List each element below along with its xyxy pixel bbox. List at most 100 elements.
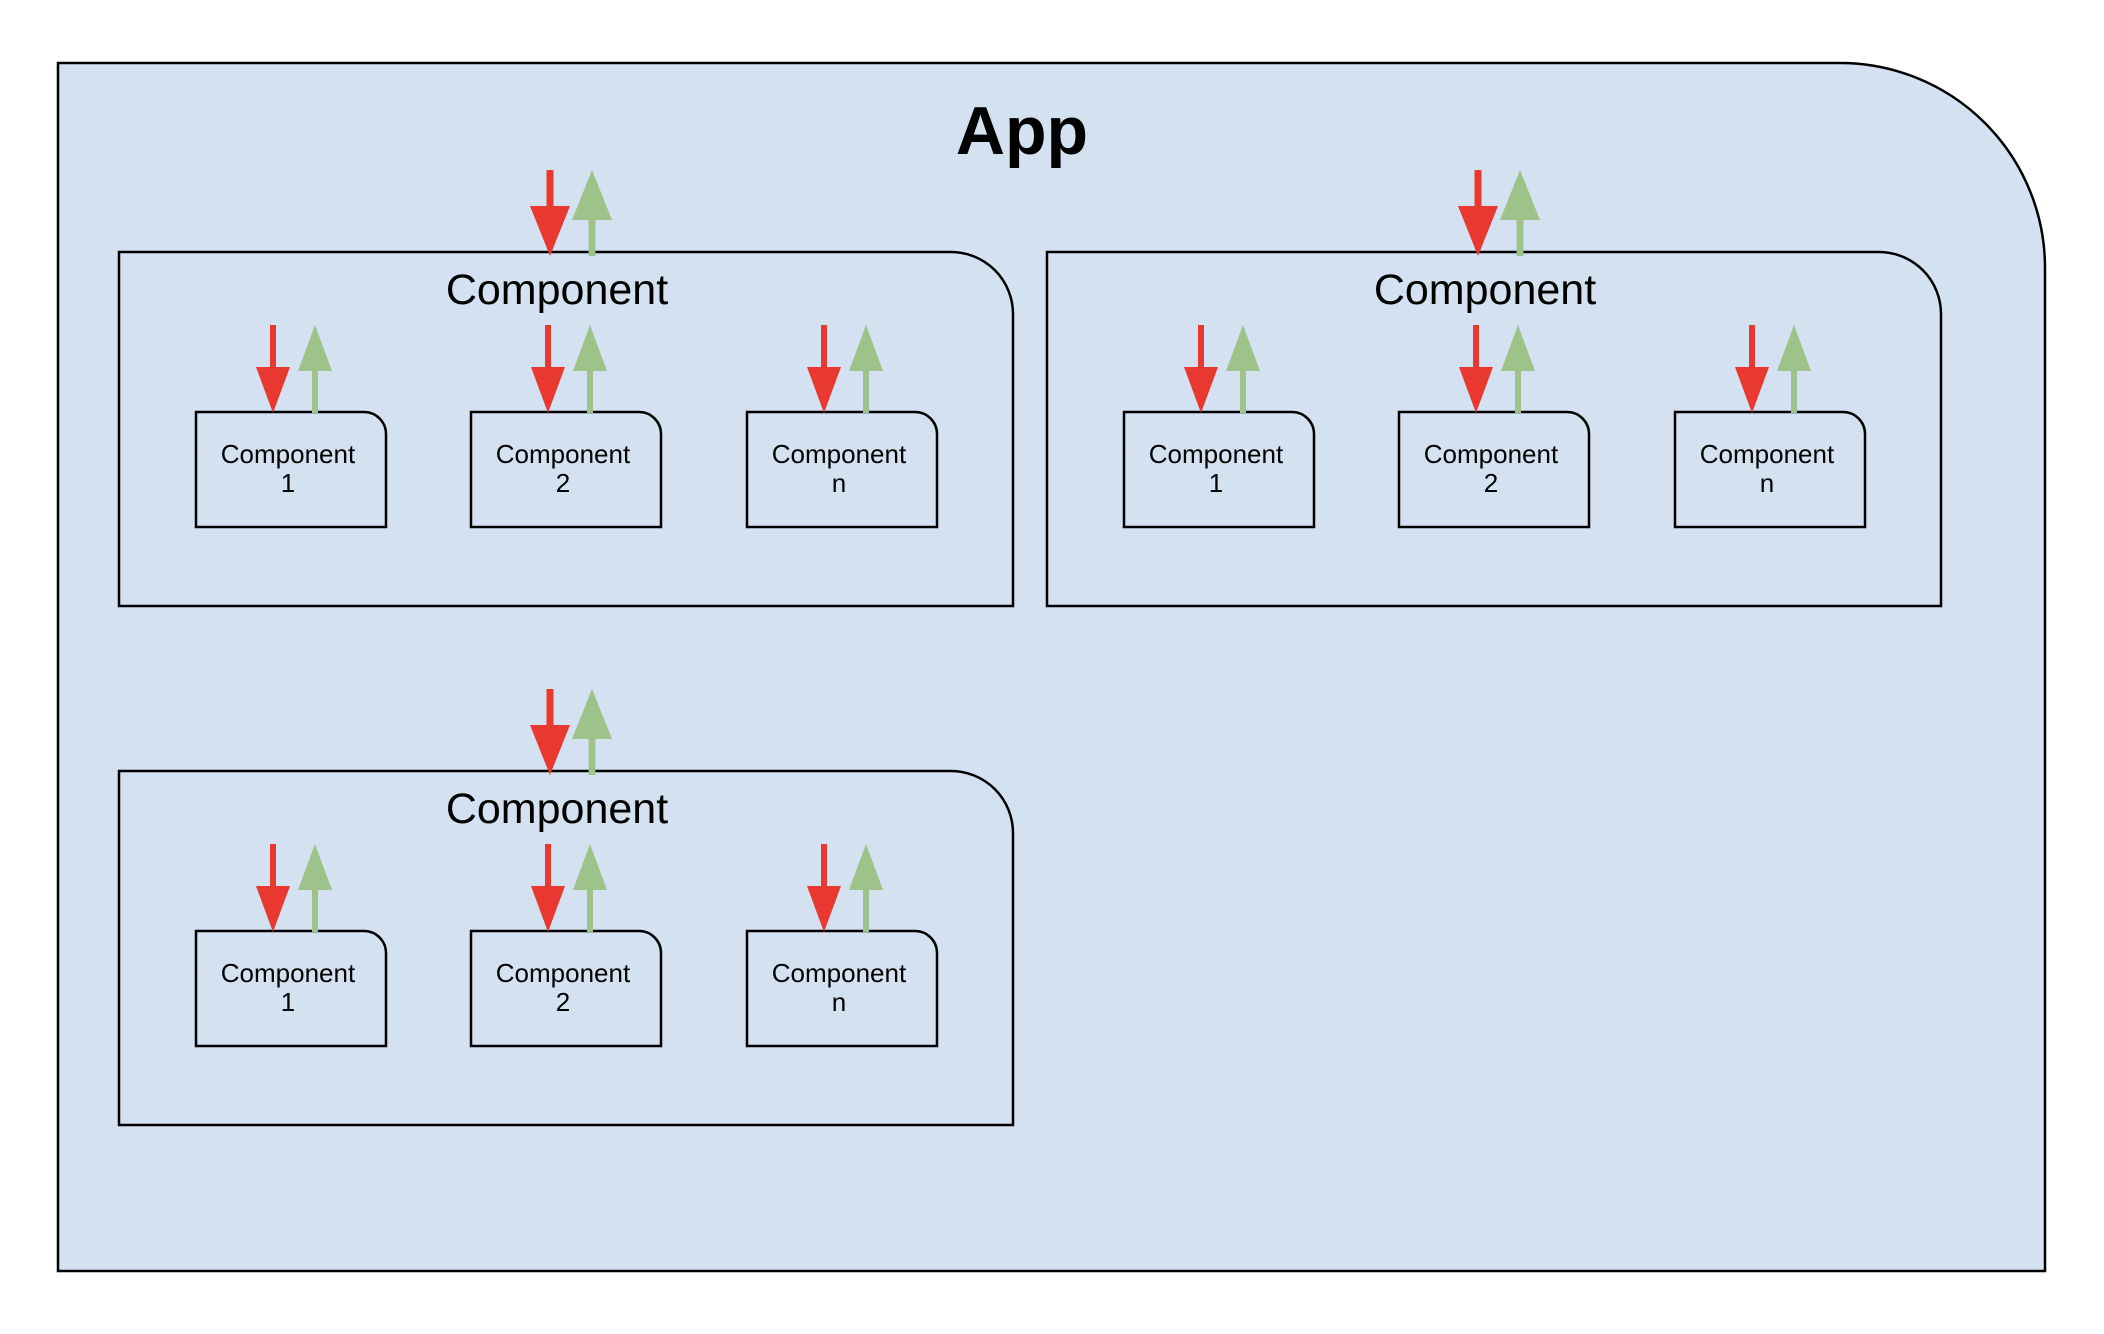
down-arrow-icon bbox=[531, 367, 565, 413]
app-container bbox=[56, 61, 2047, 1273]
up-arrow-icon bbox=[849, 844, 883, 890]
child-component-label: Component bbox=[1700, 439, 1835, 469]
child-component-index: 2 bbox=[556, 987, 570, 1017]
up-arrow-shaft bbox=[588, 737, 596, 775]
component-group-box bbox=[117, 769, 1015, 1127]
child-data-flow-arrows bbox=[531, 844, 607, 932]
child-component-index: 1 bbox=[281, 987, 295, 1017]
down-arrow-icon bbox=[1458, 206, 1498, 256]
up-arrow-icon bbox=[573, 844, 607, 890]
down-arrow-icon bbox=[530, 725, 570, 775]
child-component-index: 1 bbox=[281, 468, 295, 498]
down-arrow-shaft bbox=[546, 170, 554, 208]
child-component-index: n bbox=[832, 987, 846, 1017]
child-data-flow-arrows bbox=[531, 325, 607, 413]
down-arrow-shaft bbox=[545, 325, 551, 369]
down-arrow-shaft bbox=[545, 844, 551, 888]
child-component-label: Component bbox=[221, 439, 356, 469]
child-component-index: n bbox=[832, 468, 846, 498]
up-arrow-icon bbox=[573, 325, 607, 371]
down-arrow-icon bbox=[807, 367, 841, 413]
child-component-label: Component bbox=[772, 958, 907, 988]
child-component-box bbox=[1673, 410, 1867, 529]
up-arrow-icon bbox=[572, 689, 612, 739]
group-data-flow-arrows bbox=[1458, 170, 1540, 256]
up-arrow-shaft bbox=[587, 888, 593, 932]
child-component-box bbox=[194, 929, 388, 1048]
child-data-flow-arrows bbox=[807, 844, 883, 932]
group-data-flow-arrows bbox=[530, 689, 612, 775]
up-arrow-shaft bbox=[588, 218, 596, 256]
down-arrow-shaft bbox=[1474, 170, 1482, 208]
up-arrow-shaft bbox=[587, 369, 593, 413]
up-arrow-shaft bbox=[1516, 218, 1524, 256]
app-title: App bbox=[956, 93, 1088, 169]
up-arrow-shaft bbox=[312, 369, 318, 413]
component-groups: ComponentComponent1Component2ComponentnC… bbox=[117, 170, 1943, 1127]
component-group-title: Component bbox=[446, 266, 668, 314]
child-data-flow-arrows bbox=[1459, 325, 1535, 413]
child-component-box bbox=[194, 410, 388, 529]
down-arrow-icon bbox=[807, 886, 841, 932]
down-arrow-icon bbox=[256, 886, 290, 932]
component-group-title: Component bbox=[1374, 266, 1596, 314]
child-component-label: Component bbox=[1424, 439, 1559, 469]
down-arrow-shaft bbox=[821, 844, 827, 888]
child-component-index: n bbox=[1760, 468, 1774, 498]
child-component-index: 2 bbox=[556, 468, 570, 498]
component-group-box bbox=[1045, 250, 1943, 608]
child-component-box bbox=[469, 929, 663, 1048]
up-arrow-icon bbox=[298, 325, 332, 371]
child-component-index: 2 bbox=[1484, 468, 1498, 498]
up-arrow-icon bbox=[1226, 325, 1260, 371]
child-data-flow-arrows bbox=[256, 844, 332, 932]
up-arrow-shaft bbox=[863, 369, 869, 413]
up-arrow-shaft bbox=[863, 888, 869, 932]
child-component-label: Component bbox=[496, 439, 631, 469]
child-component-box bbox=[1397, 410, 1591, 529]
child-data-flow-arrows bbox=[1735, 325, 1811, 413]
up-arrow-icon bbox=[849, 325, 883, 371]
down-arrow-icon bbox=[1459, 367, 1493, 413]
down-arrow-shaft bbox=[1473, 325, 1479, 369]
down-arrow-icon bbox=[530, 206, 570, 256]
up-arrow-icon bbox=[1500, 170, 1540, 220]
up-arrow-icon bbox=[298, 844, 332, 890]
down-arrow-shaft bbox=[1198, 325, 1204, 369]
child-component-label: Component bbox=[1149, 439, 1284, 469]
up-arrow-icon bbox=[1777, 325, 1811, 371]
child-component-index: 1 bbox=[1209, 468, 1223, 498]
up-arrow-shaft bbox=[1515, 369, 1521, 413]
child-component-box bbox=[745, 410, 939, 529]
group-data-flow-arrows bbox=[530, 170, 612, 256]
component-group-title: Component bbox=[446, 785, 668, 833]
down-arrow-icon bbox=[256, 367, 290, 413]
child-data-flow-arrows bbox=[807, 325, 883, 413]
down-arrow-shaft bbox=[821, 325, 827, 369]
child-component-label: Component bbox=[221, 958, 356, 988]
down-arrow-icon bbox=[1735, 367, 1769, 413]
child-component-label: Component bbox=[772, 439, 907, 469]
down-arrow-shaft bbox=[546, 689, 554, 727]
child-component-label: Component bbox=[496, 958, 631, 988]
down-arrow-shaft bbox=[270, 844, 276, 888]
down-arrow-shaft bbox=[1749, 325, 1755, 369]
up-arrow-shaft bbox=[1240, 369, 1246, 413]
down-arrow-icon bbox=[1184, 367, 1218, 413]
component-group-box bbox=[117, 250, 1015, 608]
down-arrow-shaft bbox=[270, 325, 276, 369]
up-arrow-shaft bbox=[312, 888, 318, 932]
